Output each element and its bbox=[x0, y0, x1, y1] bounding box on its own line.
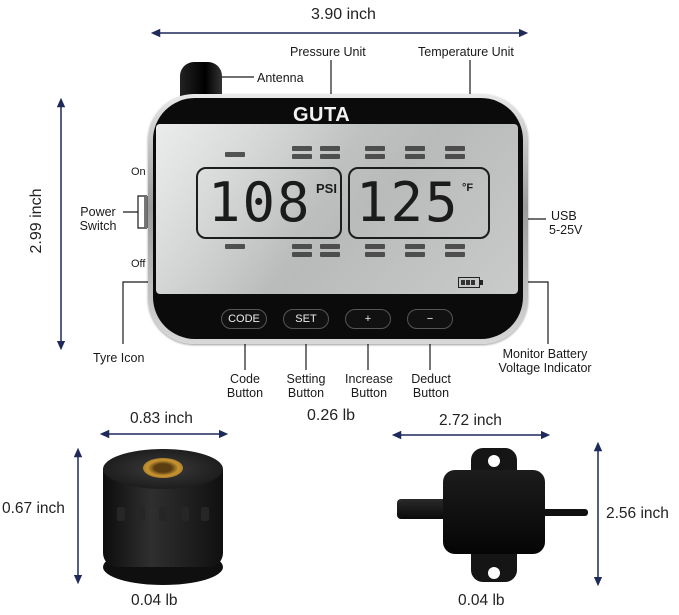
code-button-label: Code Button bbox=[226, 372, 264, 400]
switch-off-label: Off bbox=[131, 258, 146, 270]
usb-label: USB 5-25V bbox=[549, 209, 583, 237]
sensor-ridge bbox=[181, 507, 189, 521]
segment bbox=[405, 154, 425, 159]
segment bbox=[320, 154, 340, 159]
pressure-panel bbox=[196, 167, 342, 239]
repeater-weight-label: 0.04 lb bbox=[458, 592, 505, 609]
segment bbox=[292, 146, 312, 151]
monitor-weight-label: 0.26 lb bbox=[307, 407, 356, 424]
mount-hole-bottom bbox=[488, 567, 500, 579]
segment bbox=[405, 244, 425, 249]
segment bbox=[365, 252, 385, 257]
segment bbox=[445, 244, 465, 249]
segment bbox=[365, 244, 385, 249]
sensor-ridge bbox=[159, 507, 167, 521]
tyre-icon-label: Tyre Icon bbox=[93, 351, 145, 365]
segment bbox=[365, 154, 385, 159]
segment bbox=[292, 244, 312, 249]
power-switch-label: Power Switch bbox=[79, 205, 117, 233]
mount-hole-top bbox=[488, 455, 500, 467]
signal-repeater bbox=[443, 470, 545, 554]
tire-sensor bbox=[103, 449, 223, 585]
temperature-panel bbox=[348, 167, 490, 239]
pressure-unit-label: Pressure Unit bbox=[290, 45, 366, 59]
temperature-unit: °F bbox=[462, 182, 474, 194]
sensor-width-label: 0.83 inch bbox=[130, 410, 193, 427]
segment bbox=[225, 152, 245, 157]
power-switch-icon[interactable] bbox=[144, 196, 150, 228]
monitor-width-label: 3.90 inch bbox=[311, 6, 376, 23]
tyre-icon bbox=[225, 244, 245, 249]
code-button[interactable]: CODE bbox=[221, 309, 267, 329]
lcd-shine bbox=[156, 124, 518, 294]
sensor-height-label: 0.67 inch bbox=[2, 500, 65, 517]
brand-logo: GUTA bbox=[293, 104, 351, 126]
repeater-height-label: 2.56 inch bbox=[606, 505, 669, 522]
sensor-weight-label: 0.04 lb bbox=[131, 592, 178, 609]
increase-button-label: Increase Button bbox=[345, 372, 393, 400]
switch-on-label: On bbox=[131, 166, 146, 178]
temperature-reading: 125 bbox=[356, 171, 460, 234]
repeater-cable bbox=[540, 509, 588, 516]
sensor-ridge bbox=[117, 507, 125, 521]
power-switch-leader-2 bbox=[137, 212, 147, 229]
battery-indicator-label: Monitor Battery Voltage Indicator bbox=[498, 347, 592, 375]
setting-button-label: Setting Button bbox=[286, 372, 326, 400]
antenna-label: Antenna bbox=[257, 71, 304, 85]
battery-fill bbox=[461, 280, 475, 285]
segment bbox=[445, 252, 465, 257]
brass-thread bbox=[143, 458, 183, 478]
battery-icon bbox=[458, 277, 483, 288]
segment bbox=[320, 252, 340, 257]
pressure-unit: PSI bbox=[316, 181, 337, 196]
segment bbox=[320, 244, 340, 249]
segment bbox=[405, 252, 425, 257]
set-button[interactable]: SET bbox=[283, 309, 329, 329]
antenna-icon bbox=[180, 62, 222, 100]
increase-button[interactable]: + bbox=[345, 309, 391, 329]
sensor-ridge bbox=[201, 507, 209, 521]
repeater-width-label: 2.72 inch bbox=[439, 412, 502, 429]
segment bbox=[292, 154, 312, 159]
segment bbox=[445, 146, 465, 151]
segment bbox=[292, 252, 312, 257]
monitor-height-label: 2.99 inch bbox=[28, 188, 45, 254]
temperature-unit-label: Temperature Unit bbox=[418, 45, 514, 59]
pressure-reading: 108 bbox=[208, 171, 312, 234]
lcd-screen bbox=[156, 124, 518, 294]
repeater-plug bbox=[397, 499, 447, 519]
deduct-button-label: Deduct Button bbox=[411, 372, 451, 400]
deduct-button[interactable]: − bbox=[407, 309, 453, 329]
sensor-ridge bbox=[137, 507, 145, 521]
segment bbox=[365, 146, 385, 151]
segment bbox=[405, 146, 425, 151]
power-switch-leader bbox=[123, 195, 147, 213]
segment bbox=[445, 154, 465, 159]
segment bbox=[320, 146, 340, 151]
